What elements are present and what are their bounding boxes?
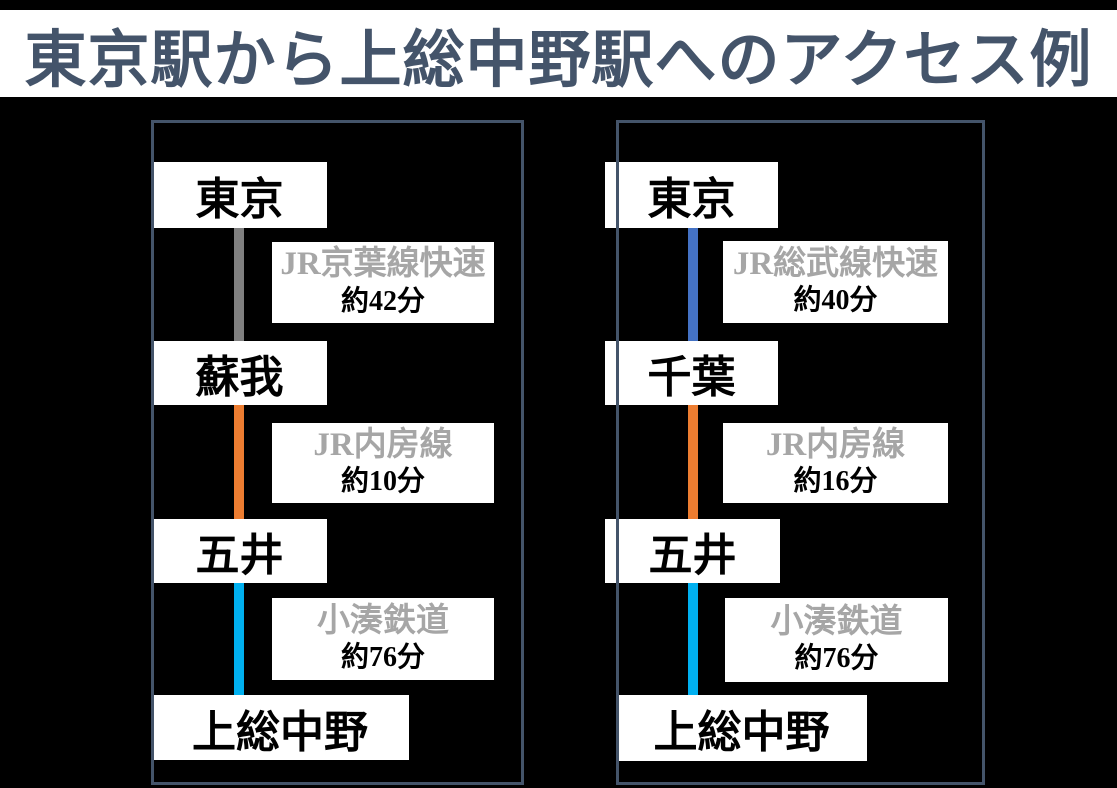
station-box-goi: 五井 <box>152 519 327 583</box>
line-name: JR京葉線快速 <box>280 246 486 283</box>
line-info-uchibo: JR内房線 約16分 <box>723 423 948 503</box>
connector-sobu-line <box>688 228 698 341</box>
line-name: 小湊鉄道 <box>770 603 903 640</box>
connector-uchibo-line <box>234 405 244 519</box>
line-duration: 約42分 <box>340 285 425 317</box>
station-box-soga: 蘇我 <box>152 341 327 405</box>
title-banner: 東京駅から上総中野駅へのアクセス例 <box>0 10 1117 97</box>
station-box-kazusa-nakano: 上総中野 <box>151 695 409 760</box>
line-info-kominato: 小湊鉄道 約76分 <box>272 598 494 680</box>
line-duration: 約16分 <box>793 466 878 498</box>
line-name: JR総武線快速 <box>732 245 939 282</box>
station-box-goi: 五井 <box>605 519 780 583</box>
connector-keiyo-line <box>234 228 244 341</box>
line-info-kominato: 小湊鉄道 約76分 <box>725 598 948 682</box>
route-panel-sobu: 東京 JR総武線快速 約40分 千葉 JR内房線 約16分 五井 小湊鉄道 約7… <box>605 120 985 785</box>
line-duration: 約76分 <box>794 643 879 675</box>
route-panel-keiyo: 東京 JR京葉線快速 約42分 蘇我 JR内房線 約10分 五井 小湊鉄道 約7… <box>151 120 524 785</box>
station-box-tokyo: 東京 <box>152 162 327 228</box>
line-duration: 約40分 <box>793 285 878 317</box>
line-duration: 約76分 <box>340 642 425 674</box>
station-box-chiba: 千葉 <box>605 341 778 405</box>
station-box-tokyo: 東京 <box>605 162 778 228</box>
connector-kominato-line <box>688 583 698 695</box>
line-name: JR内房線 <box>765 426 906 463</box>
line-info-keiyo: JR京葉線快速 約42分 <box>272 242 494 323</box>
line-name: 小湊鉄道 <box>317 602 449 639</box>
line-name: JR内房線 <box>313 426 453 463</box>
line-duration: 約10分 <box>340 466 425 498</box>
line-info-uchibo: JR内房線 約10分 <box>272 423 494 503</box>
station-box-kazusa-nakano: 上総中野 <box>616 695 867 761</box>
line-info-sobu: JR総武線快速 約40分 <box>723 241 948 323</box>
connector-uchibo-line <box>688 405 698 519</box>
connector-kominato-line <box>234 583 244 697</box>
page-title: 東京駅から上総中野駅へのアクセス例 <box>24 26 1093 95</box>
